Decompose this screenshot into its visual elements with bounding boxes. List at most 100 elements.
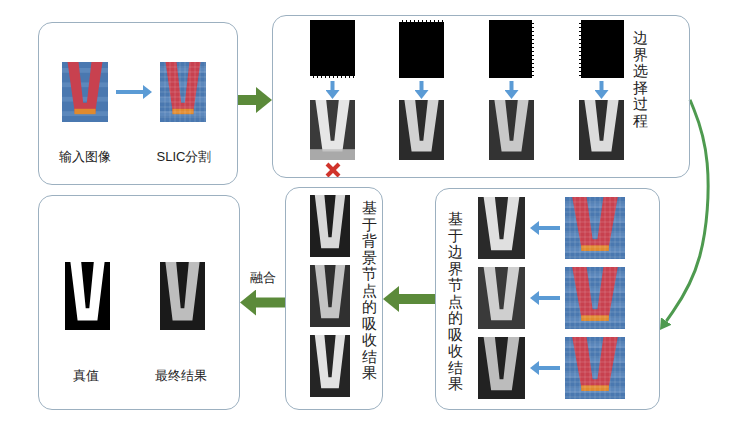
photo-image — [565, 267, 625, 329]
superpixel-line — [610, 337, 611, 399]
superpixel-line — [160, 117, 206, 118]
superpixel-line — [565, 302, 625, 303]
superpixel-line — [590, 337, 591, 399]
flow-arrow — [600, 81, 604, 90]
map-background — [160, 262, 205, 330]
saliency-map — [478, 337, 525, 399]
superpixel-line — [565, 367, 625, 368]
superpixel-line — [565, 387, 625, 388]
image-caption: SLIC分割 — [157, 149, 212, 165]
flow-arrow — [539, 226, 560, 230]
image-caption: 输入图像 — [59, 149, 111, 165]
superpixel-line — [585, 267, 586, 329]
superpixel-line — [600, 197, 601, 259]
superpixel-line — [160, 82, 206, 83]
superpixel-line — [565, 377, 625, 378]
saliency-map — [489, 100, 534, 160]
image-caption: 最终结果 — [155, 368, 207, 384]
superpixel-line — [160, 72, 206, 73]
salient-shape — [70, 262, 104, 320]
salient-shape — [315, 100, 349, 152]
superpixel-line — [600, 337, 601, 399]
superpixel-line — [565, 217, 625, 218]
image-caption: 真值 — [73, 368, 99, 384]
photo-background — [565, 337, 625, 399]
superpixel-line — [580, 337, 581, 399]
mask-background — [489, 20, 534, 78]
superpixel-line — [565, 307, 625, 308]
salient-shape — [165, 262, 199, 320]
map-background — [579, 100, 624, 160]
superpixel-line — [620, 267, 621, 329]
flow-arrow — [420, 81, 424, 90]
map-background — [478, 267, 525, 329]
photo-image — [160, 62, 206, 122]
salient-shape — [315, 335, 345, 388]
map-background — [310, 100, 355, 160]
panel-box: 输入图像 SLIC分割 — [38, 22, 238, 185]
belt-shape — [74, 109, 95, 114]
superpixel-line — [565, 292, 625, 293]
superpixel-line — [575, 337, 576, 399]
boundary-mask — [310, 20, 355, 78]
superpixel-line — [160, 67, 206, 68]
photo-background — [565, 197, 625, 259]
map-background — [478, 337, 525, 399]
boundary-edge — [399, 20, 444, 22]
boundary-mask — [399, 20, 444, 78]
superpixel-line — [565, 242, 625, 243]
superpixel-line — [565, 297, 625, 298]
reject-mark — [327, 164, 339, 176]
superpixel-line — [570, 337, 571, 399]
superpixel-line — [565, 282, 625, 283]
vertical-caption: 基于背景节点的吸收结果 — [362, 200, 377, 382]
map-background — [478, 197, 525, 259]
panel-box: 边界选择过程 — [272, 15, 690, 178]
water-stripe — [160, 97, 206, 102]
mask-background — [399, 20, 444, 78]
legs-shape — [68, 62, 103, 114]
superpixel-line — [160, 112, 206, 113]
superpixel-line — [565, 327, 625, 328]
salient-shape — [484, 337, 520, 390]
superpixel-line — [580, 197, 581, 259]
superpixel-line — [565, 322, 625, 323]
boundary-mask — [489, 20, 534, 78]
superpixel-line — [615, 197, 616, 259]
superpixel-line — [575, 197, 576, 259]
water-stripe — [62, 82, 108, 87]
saliency-map — [160, 262, 205, 330]
superpixel-line — [570, 197, 571, 259]
superpixel-line — [575, 267, 576, 329]
boundary-mask — [579, 20, 624, 78]
superpixel-line — [565, 252, 625, 253]
superpixel-line — [595, 337, 596, 399]
superpixel-line — [565, 207, 625, 208]
superpixel-line — [565, 257, 625, 258]
block-arrow — [238, 95, 256, 105]
reject-mark — [327, 164, 339, 176]
saliency-map — [478, 267, 525, 329]
flow-arrow — [116, 90, 143, 94]
superpixel-line — [160, 87, 206, 88]
superpixel-line — [565, 392, 625, 393]
curved-arrow — [666, 100, 708, 321]
superpixel-line — [610, 267, 611, 329]
superpixel-line — [160, 107, 206, 108]
superpixel-line — [565, 212, 625, 213]
salient-shape — [484, 267, 520, 320]
superpixel-line — [620, 337, 621, 399]
superpixel-line — [565, 342, 625, 343]
photo-image — [565, 337, 625, 399]
superpixel-line — [580, 267, 581, 329]
superpixel-line — [565, 372, 625, 373]
superpixel-line — [615, 337, 616, 399]
superpixel-line — [590, 267, 591, 329]
superpixel-line — [565, 272, 625, 273]
saliency-map — [579, 100, 624, 160]
panel-box: 基于边界节点的吸收结果 — [435, 188, 660, 410]
salient-shape — [484, 197, 520, 250]
boundary-edge — [532, 20, 534, 78]
photo-image — [565, 197, 625, 259]
mask-background — [310, 20, 355, 78]
